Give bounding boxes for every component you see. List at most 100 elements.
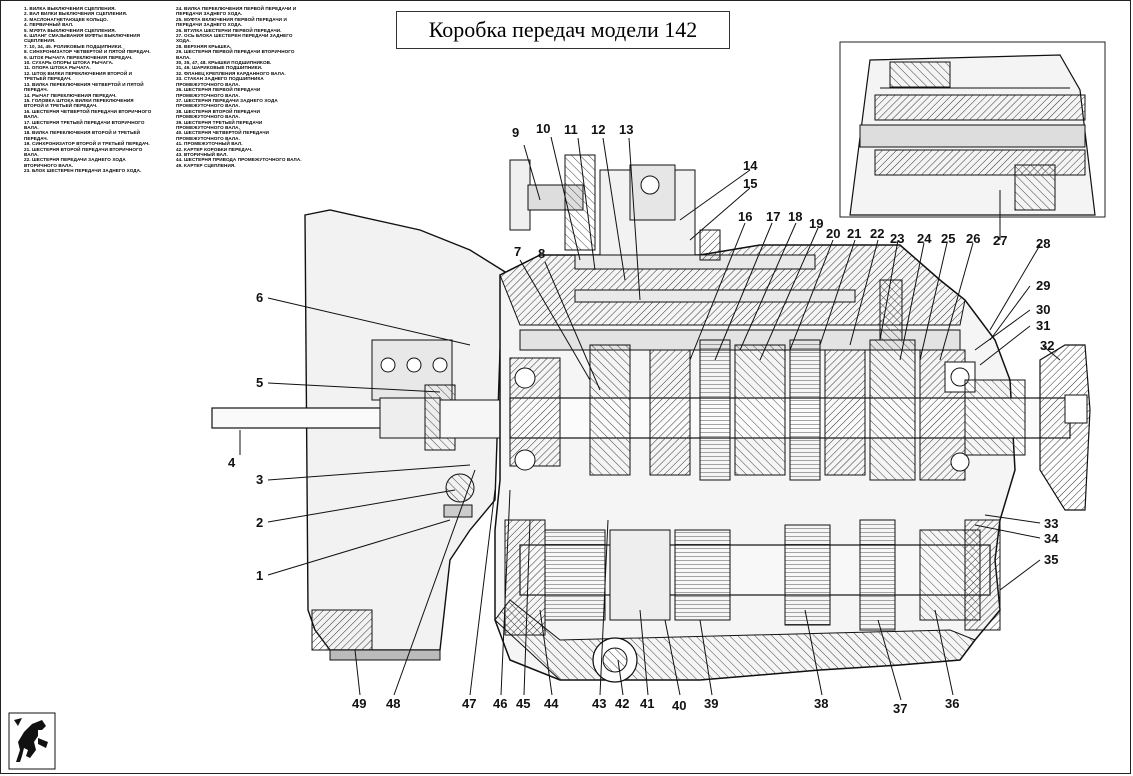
legend-item: 33. СТАКАН ЗАДНЕГО ПОДШИПНИКА ПРОМЕЖУТОЧ… (176, 76, 266, 87)
legend-item: 22. ШЕСТЕРНЯ ПЕРЕДАЧИ ЗАДНЕГО ХОДА ВТОРИ… (24, 157, 128, 168)
parts-legend: 1. ВИЛКА ВЫКЛЮЧЕНИЯ СЦЕПЛЕНИЯ.2. ВАЛ ВИЛ… (14, 6, 314, 276)
title-box: Коробка передач модели 142 (396, 11, 730, 49)
callout-19: 19 (809, 216, 823, 231)
callout-numbers: 6 5 4 3 2 1 9 10 11 12 13 14 15 7 8 16 1… (228, 121, 1059, 716)
output-flange (1039, 344, 1091, 511)
legend-item: 32. ФЛАНЕЦ КРЕПЛЕНИЯ КАРДАННОГО ВАЛА. (176, 70, 286, 76)
legend-item: 39. ШЕСТЕРНЯ ТРЕТЬЕЙ ПЕРЕДАЧИ ПРОМЕЖУТОЧ… (176, 119, 264, 130)
legend-item: 18. ВИЛКА ПЕРЕКЛЮЧЕНИЯ ВТОРОЙ И ТРЕТЬЕЙ … (24, 130, 142, 141)
callout-46: 46 (493, 696, 507, 711)
callout-7: 7 (514, 244, 521, 259)
callout-27: 27 (993, 233, 1007, 248)
legend-item: 25. МУФТА ВКЛЮЧЕНИЯ ПЕРВОЙ ПЕРЕДАЧИ И ПЕ… (176, 16, 289, 28)
legend-item: 43. ВТОРИЧНЫЙ ВАЛ. (176, 151, 228, 157)
callout-20: 20 (826, 226, 840, 241)
callout-43: 43 (592, 696, 606, 711)
legend-item: 7. 10, 34, 45. РОЛИКОВЫЕ ПОДШИПНИКИ. (24, 43, 123, 49)
callout-44: 44 (544, 696, 559, 711)
legend-column-2: 24. ВИЛКА ПЕРЕКЛЮЧЕНИЯ ПЕРВОЙ ПЕРЕДАЧИ И… (176, 6, 304, 168)
callout-29: 29 (1036, 278, 1050, 293)
legend-item: 11. ОПОРА ШТОКА РЫЧАГА. (24, 65, 91, 71)
countershaft (504, 519, 1001, 683)
callout-13: 13 (619, 122, 633, 137)
legend-item: 10. СУХАРЬ ОПОРЫ ШТОКА РЫЧАГА. (24, 60, 114, 66)
legend-item: 24. ВИЛКА ПЕРЕКЛЮЧЕНИЯ ПЕРВОЙ ПЕРЕДАЧИ И… (176, 6, 298, 17)
callout-42: 42 (615, 696, 629, 711)
page-title: Коробка передач модели 142 (428, 17, 698, 42)
shift-mechanism (509, 154, 903, 341)
callout-25: 25 (941, 231, 955, 246)
callout-3: 3 (256, 472, 263, 487)
legend-item: 6. ШЛАНГ СМАЗЫВАНИЯ МУФТЫ ВЫКЛЮЧЕНИЯ СЦЕ… (24, 33, 142, 44)
callout-48: 48 (386, 696, 400, 711)
callout-45: 45 (516, 696, 530, 711)
callout-23: 23 (890, 231, 904, 246)
callout-17: 17 (766, 209, 780, 224)
callout-24: 24 (917, 231, 932, 246)
callout-34: 34 (1044, 531, 1059, 546)
callout-35: 35 (1044, 552, 1058, 567)
inset-detail (839, 41, 1106, 218)
callout-32: 32 (1040, 338, 1054, 353)
legend-item: 23. БЛОК ШЕСТЕРЕН ПЕРЕДАЧИ ЗАДНЕГО ХОДА. (24, 168, 142, 174)
callout-9: 9 (512, 125, 519, 140)
callout-26: 26 (966, 231, 980, 246)
callout-21: 21 (847, 226, 861, 241)
callout-41: 41 (640, 696, 654, 711)
callout-6: 6 (256, 290, 263, 305)
legend-item: 12. ШТОК ВИЛКИ ПЕРЕКЛЮЧЕНИЯ ВТОРОЙ И ТРЕ… (24, 70, 134, 82)
callout-40: 40 (672, 698, 686, 713)
callout-1: 1 (256, 568, 263, 583)
callout-28: 28 (1036, 236, 1050, 251)
callout-39: 39 (704, 696, 718, 711)
callout-31: 31 (1036, 318, 1050, 333)
legend-item: 2. ВАЛ ВИЛКИ ВЫКЛЮЧЕНИЯ СЦЕПЛЕНИЯ. (24, 11, 128, 17)
callout-18: 18 (788, 209, 802, 224)
callout-5: 5 (256, 375, 263, 390)
legend-item: 21. ШЕСТЕРНЯ ВТОРОЙ ПЕРЕДАЧИ ВТОРИЧНОГО … (24, 146, 144, 157)
legend-item: 3. МАСЛОНАГНЕТАЮЩЕЕ КОЛЬЦО. (24, 16, 109, 22)
legend-item: 17. ШЕСТЕРНЯ ТРЕТЬЕЙ ПЕРЕДАЧИ ВТОРИЧНОГО… (24, 119, 146, 130)
legend-item: 36. ШЕСТЕРНЯ ПЕРВОЙ ПЕРЕДАЧИ ПРОМЕЖУТОЧН… (176, 87, 262, 98)
legend-item: 42. КАРТЕР КОРОБКИ ПЕРЕДАЧ. (176, 146, 253, 152)
legend-item: 27. ОСЬ БЛОКА ШЕСТЕРЕН ПЕРЕДАЧИ ЗАДНЕГО … (176, 33, 294, 44)
legend-item: 49. КАРТЕР СЦЕПЛЕНИЯ. (176, 162, 236, 168)
legend-item: 31, 46. ШАРИКОВЫЕ ПОДШИПНИКИ. (176, 65, 263, 71)
callout-30: 30 (1036, 302, 1050, 317)
horse-emblem-icon (8, 712, 56, 770)
callout-2: 2 (256, 515, 263, 530)
callout-12: 12 (591, 122, 605, 137)
callout-49: 49 (352, 696, 366, 711)
legend-item: 44. ШЕСТЕРНЯ ПРИВОДА ПРОМЕЖУТОЧНОГО ВАЛА… (176, 157, 302, 163)
callout-4: 4 (228, 455, 236, 470)
legend-item: 28. ВЕРХНЯЯ КРЫШКА. (176, 43, 232, 49)
callout-37: 37 (893, 701, 907, 716)
legend-item: 8. СИНХРОНИЗАТОР ЧЕТВЕРТОЙ И ПЯТОЙ ПЕРЕД… (24, 49, 151, 55)
legend-item: 14. РЫЧАГ ПЕРЕКЛЮЧЕНИЯ ПЕРЕДАЧ. (24, 92, 117, 98)
legend-item: 13. ВИЛКА ПЕРЕКЛЮЧЕНИЯ ЧЕТВЕРТОЙ И ПЯТОЙ… (24, 81, 146, 93)
legend-item: 15. ГОЛОВКА ШТОКА ВИЛКИ ПЕРЕКЛЮЧЕНИЯ ВТО… (24, 97, 136, 109)
callout-16: 16 (738, 209, 752, 224)
legend-item: 16. ШЕСТЕРНЯ ЧЕТВЕРТОЙ ПЕРЕДАЧИ ВТОРИЧНО… (24, 108, 153, 120)
legend-item: 19. СИНХРОНИЗАТОР ВТОРОЙ И ТРЕТЬЕЙ ПЕРЕД… (24, 141, 150, 147)
callout-47: 47 (462, 696, 476, 711)
callout-14: 14 (743, 158, 758, 173)
callout-33: 33 (1044, 516, 1058, 531)
leader-lines (239, 136, 1061, 701)
legend-item: 26. ВТУЛКА ШЕСТЕРНИ ПЕРВОЙ ПЕРЕДАЧИ. (176, 27, 282, 33)
legend-item: 9. ШТОК РЫЧАГА ПЕРЕКЛЮЧЕНИЯ ПЕРЕДАЧ. (24, 54, 133, 60)
legend-item: 41. ПРОМЕЖУТОЧНЫЙ ВАЛ. (176, 141, 243, 147)
legend-item: 37. ШЕСТЕРНЯ ПЕРЕДАЧИ ЗАДНЕГО ХОДА ПРОМЕ… (176, 97, 280, 109)
legend-item: 1. ВИЛКА ВЫКЛЮЧЕНИЯ СЦЕПЛЕНИЯ. (24, 6, 116, 11)
legend-item: 30, 35, 47, 48. КРЫШКИ ПОДШИПНИКОВ. (176, 60, 272, 66)
callout-8: 8 (538, 246, 545, 261)
callout-10: 10 (536, 121, 550, 136)
legend-item: 38. ШЕСТЕРНЯ ВТОРОЙ ПЕРЕДАЧИ ПРОМЕЖУТОЧН… (176, 108, 262, 120)
legend-column-1: 1. ВИЛКА ВЫКЛЮЧЕНИЯ СЦЕПЛЕНИЯ.2. ВАЛ ВИЛ… (24, 6, 152, 174)
legend-item: 5. МУФТА ВЫКЛЮЧЕНИЯ СЦЕПЛЕНИЯ. (24, 27, 117, 33)
secondary-shaft-gears (509, 339, 1071, 481)
callout-15: 15 (743, 176, 757, 191)
callout-22: 22 (870, 226, 884, 241)
